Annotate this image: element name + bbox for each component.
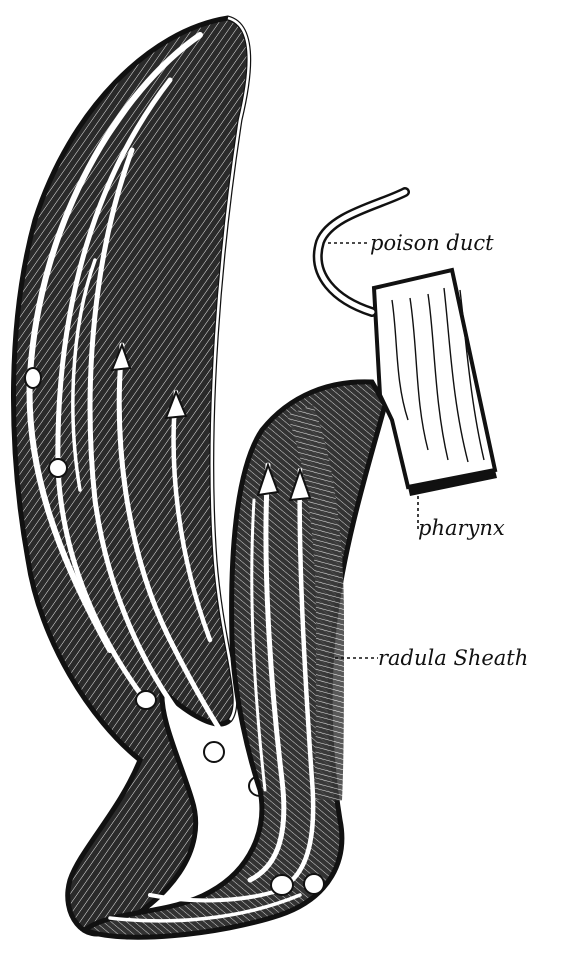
- pharynx: [374, 270, 497, 496]
- label-radula-sheath: radula Sheath: [378, 646, 528, 670]
- label-pharynx: pharynx: [418, 516, 505, 540]
- label-poison-duct: poison duct: [370, 231, 494, 255]
